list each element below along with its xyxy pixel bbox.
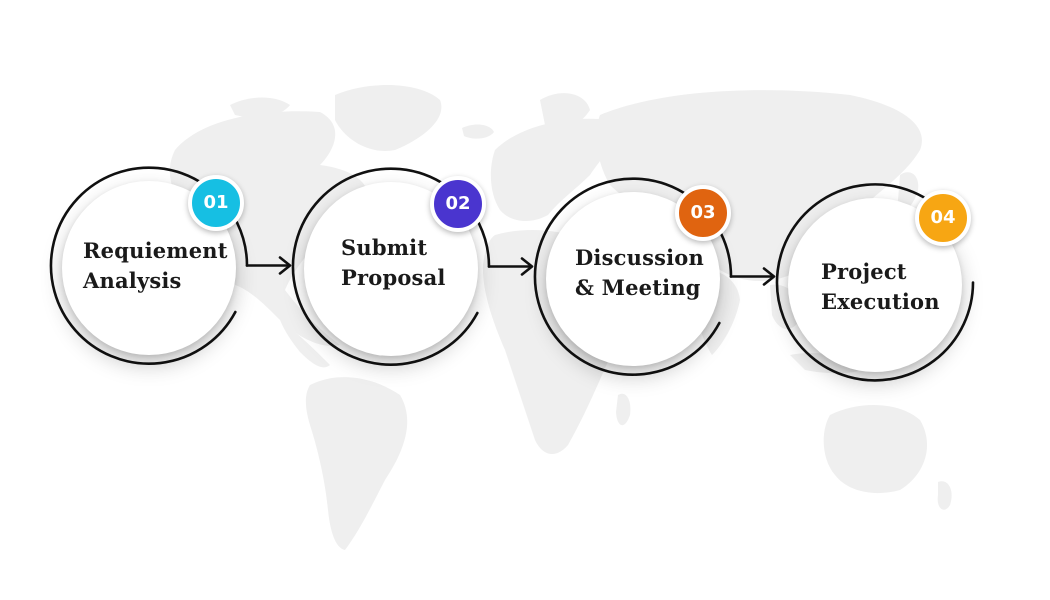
step-number-badge: 03 (675, 185, 731, 241)
arrowhead-3 (762, 267, 776, 286)
step-label: Discussion & Meeting (575, 243, 725, 303)
step-label-line-1: Submit (341, 234, 428, 260)
arrowhead-2 (520, 257, 534, 276)
step-number-badge: 02 (430, 176, 486, 232)
step-label-line-2: Execution (821, 288, 940, 314)
step-label-line-1: Project (821, 258, 907, 284)
step-label-line-1: Discussion (575, 244, 704, 270)
ring-step-4 (775, 183, 975, 382)
step-number-badge: 04 (915, 190, 971, 246)
arrowhead-1 (278, 256, 292, 275)
step-label: Project Execution (821, 257, 971, 317)
step-label-line-2: & Meeting (575, 274, 701, 300)
step-label-line-2: Proposal (341, 264, 446, 290)
step-label: Requiement Analysis (83, 236, 233, 296)
step-number-badge: 01 (188, 175, 244, 231)
step-label: Submit Proposal (341, 233, 491, 293)
step-label-line-2: Analysis (83, 267, 182, 293)
step-label-line-1: Requiement (83, 237, 228, 263)
